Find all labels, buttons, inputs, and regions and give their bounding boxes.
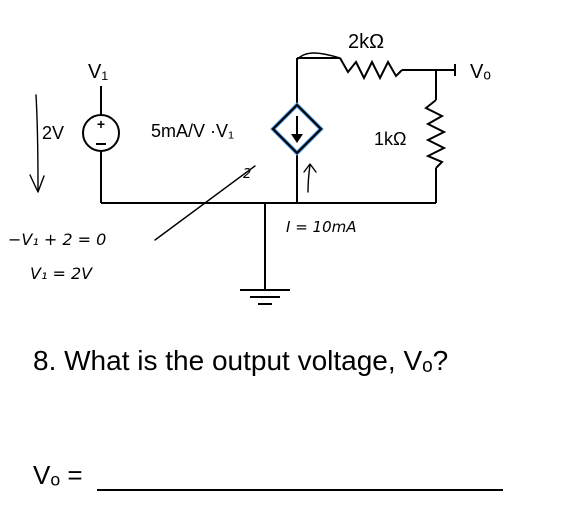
- current-arrow-icon: [307, 164, 311, 193]
- resistor-2k-label: 2kΩ: [348, 31, 384, 53]
- ground-icon: [240, 289, 290, 305]
- dependent-source-label: 5mA/V ·V₁: [151, 121, 234, 141]
- circuit-wires: [100, 57, 455, 290]
- src-mark-note: 2: [243, 167, 251, 182]
- handwritten-arrow-down-icon: [35, 94, 39, 191]
- v1-result-note: V₁ = 2V: [30, 264, 93, 283]
- resistor-2k: [339, 57, 403, 81]
- question-text: 8. What is the output voltage, Vₒ?: [33, 345, 448, 376]
- answer-prompt: Vₒ =: [33, 460, 83, 490]
- handwritten-marks: [29, 52, 341, 241]
- plus-sign: +: [97, 116, 105, 132]
- resistor-1k-label: 1kΩ: [374, 129, 406, 149]
- voltage-source: +: [82, 114, 120, 152]
- resistor-1k: [424, 99, 447, 169]
- kvl-note: −V₁ + 2 = 0: [8, 230, 106, 249]
- current-note: I = 10mA: [286, 218, 357, 236]
- dependent-current-source: [270, 102, 324, 156]
- v1-label: V₁: [88, 61, 108, 83]
- pointer-line: [154, 165, 256, 241]
- vo-node-label: Vₒ: [470, 61, 491, 83]
- source-voltage-label: 2V: [42, 123, 64, 143]
